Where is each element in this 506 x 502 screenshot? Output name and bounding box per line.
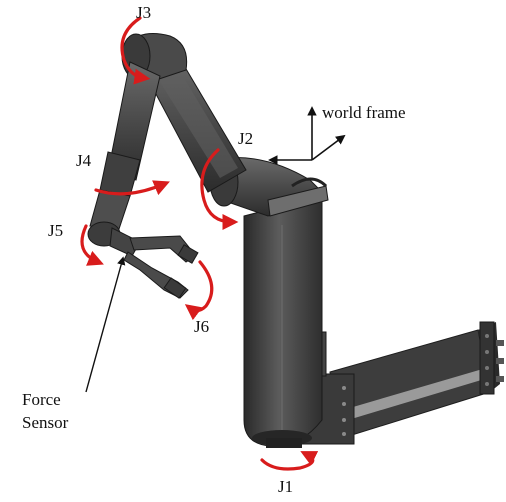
main-column xyxy=(243,195,323,448)
world-frame-axes xyxy=(268,106,346,165)
label-j2: J2 xyxy=(238,129,254,148)
rotation-arrow-icon xyxy=(94,180,170,196)
rotation-arrow-icon xyxy=(260,451,319,471)
label-j1: J1 xyxy=(278,477,294,496)
label-force-sensor: Force Sensor xyxy=(22,388,68,434)
rotation-arrow-icon xyxy=(120,16,151,85)
label-world-frame: world frame xyxy=(322,103,406,122)
label-force-sensor-line1: Force xyxy=(22,390,61,409)
label-j6: J6 xyxy=(194,317,210,336)
label-j3: J3 xyxy=(136,3,152,22)
axis-arrow-icon xyxy=(311,134,346,161)
base-boom xyxy=(301,321,504,445)
label-j5: J5 xyxy=(48,221,64,240)
label-j4: J4 xyxy=(76,151,92,170)
label-force-sensor-line2: Sensor xyxy=(22,413,69,432)
wrist-gripper xyxy=(87,221,199,299)
rotation-arrows xyxy=(80,16,319,471)
rotation-arrow-icon xyxy=(184,260,214,321)
rotation-arrow-icon xyxy=(80,224,104,266)
forearm xyxy=(89,61,161,233)
force-sensor-pointer xyxy=(85,256,126,393)
rotation-arrow-icon xyxy=(200,148,239,230)
